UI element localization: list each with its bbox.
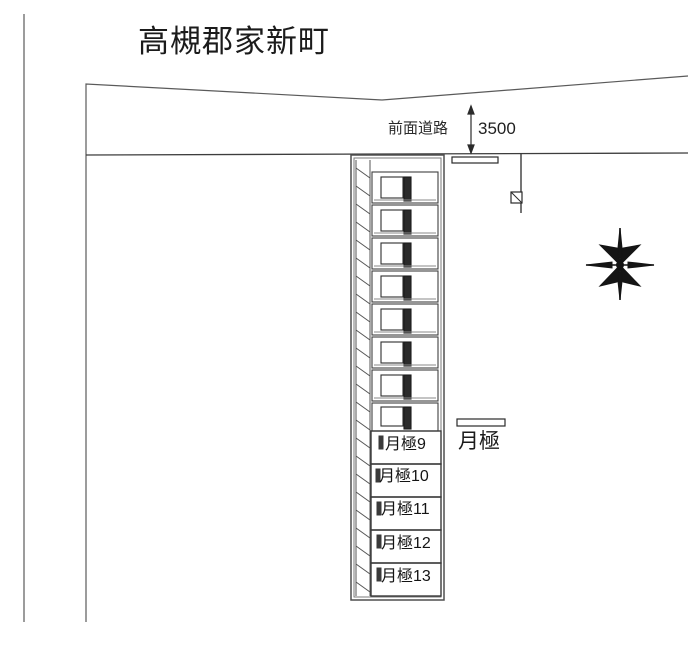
dimension-arrow-bottom bbox=[467, 144, 475, 155]
legend-symbol-bar bbox=[456, 418, 506, 427]
stall-label-11: 月極11 bbox=[381, 501, 430, 518]
car-stall bbox=[371, 402, 439, 432]
car-body bbox=[380, 406, 404, 427]
labeled-stalls-group bbox=[370, 430, 442, 597]
stall-label-12: 月極12 bbox=[381, 535, 431, 552]
page-title: 高槻郡家新町 bbox=[138, 24, 330, 59]
car-stall bbox=[371, 369, 439, 402]
car-post bbox=[403, 275, 412, 301]
parking-lot-outline-inner bbox=[353, 157, 442, 598]
parking-lot-outline bbox=[350, 154, 445, 601]
road-edge-left-inner bbox=[85, 83, 383, 622]
frontage-road-label: 前面道路 bbox=[388, 120, 449, 137]
labeled-stall-box bbox=[370, 562, 442, 597]
north-arrow-icon bbox=[585, 227, 655, 301]
car-body bbox=[380, 275, 404, 298]
car-post bbox=[403, 209, 412, 235]
road-bottom-edge bbox=[85, 152, 688, 156]
legend-label: 月極 bbox=[458, 430, 500, 453]
car-stall bbox=[371, 336, 439, 369]
retaining-wall-hatch bbox=[355, 160, 371, 596]
car-body bbox=[380, 242, 404, 265]
stall-label-9: 月極9 bbox=[385, 436, 426, 453]
road-top-edge-right bbox=[381, 75, 688, 101]
stall-label-10: 月極10 bbox=[379, 468, 429, 485]
stall-label-13: 月極13 bbox=[381, 568, 431, 585]
car-post bbox=[403, 176, 412, 202]
car-post bbox=[403, 242, 412, 268]
car-stall bbox=[371, 303, 439, 336]
car-body bbox=[380, 176, 404, 199]
car-post bbox=[403, 406, 412, 430]
road-width-dimension-label: 3500 bbox=[478, 119, 516, 138]
car-stall bbox=[371, 237, 439, 270]
car-stall bbox=[371, 171, 439, 204]
car-body bbox=[380, 341, 404, 364]
car-body bbox=[380, 374, 404, 397]
car-stall bbox=[371, 270, 439, 303]
entrance-bar-marker bbox=[451, 156, 499, 164]
car-body bbox=[380, 308, 404, 331]
car-post bbox=[403, 308, 412, 334]
dimension-3500 bbox=[467, 104, 475, 155]
dimension-arrow-top bbox=[467, 104, 475, 115]
car-body bbox=[380, 209, 404, 232]
car-post bbox=[403, 374, 412, 400]
car-stall bbox=[371, 204, 439, 237]
car-post bbox=[403, 341, 412, 367]
road-boundary-lines bbox=[23, 14, 688, 622]
gate-symbol bbox=[510, 191, 523, 204]
car-stalls-group bbox=[371, 171, 439, 432]
wheel-stop-marks bbox=[375, 435, 384, 582]
